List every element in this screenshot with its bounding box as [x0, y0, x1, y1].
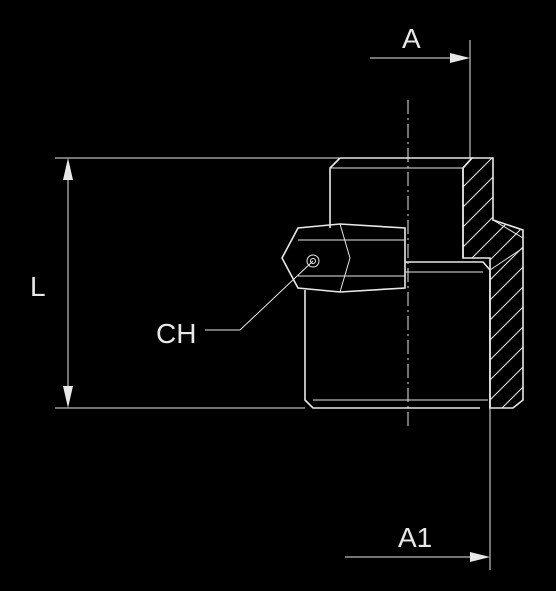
- dimension-l-label: L: [30, 271, 46, 302]
- grease-nipple-icon: [306, 254, 320, 268]
- dimension-l: [55, 157, 340, 409]
- lower-body-outline: [304, 261, 491, 409]
- dimension-a-label: A: [402, 23, 421, 54]
- dimension-a1: [345, 408, 491, 570]
- ch-label: CH: [156, 318, 196, 349]
- dimension-a1-label: A1: [398, 522, 432, 553]
- hex-section: [281, 223, 406, 293]
- upper-body-outline: [329, 157, 474, 258]
- ch-leader: [205, 260, 314, 331]
- dimension-a: [370, 40, 471, 158]
